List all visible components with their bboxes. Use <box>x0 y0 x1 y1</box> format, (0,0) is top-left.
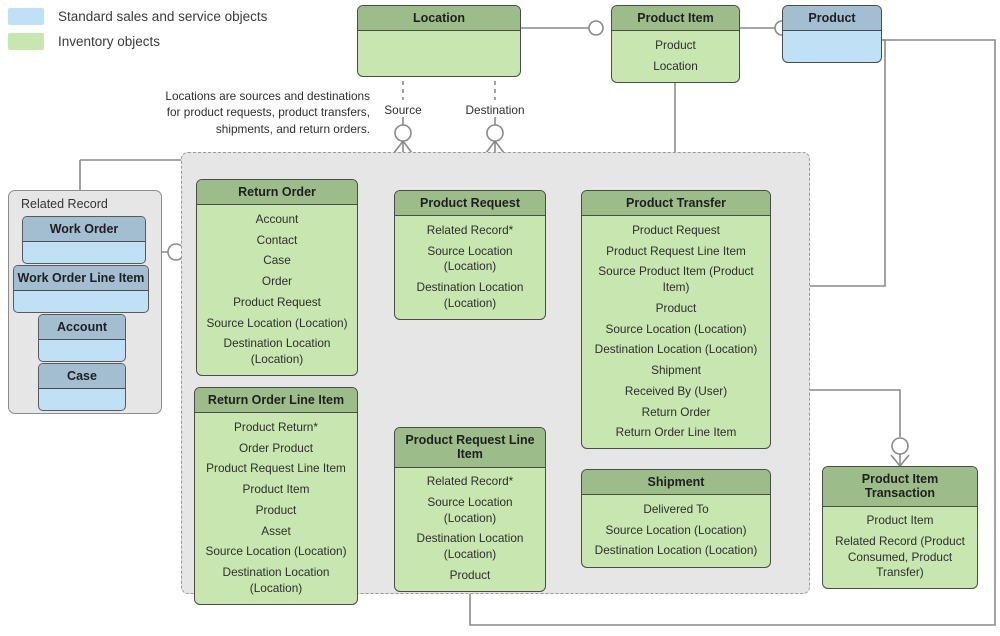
entity-field: Product <box>655 300 697 315</box>
entity-return-order-line-item[interactable]: Return Order Line Item Product Return* Or… <box>194 387 358 605</box>
entity-field: Destination Location (Location) <box>594 342 758 357</box>
entity-title: Product <box>783 6 881 32</box>
entity-field: Product Request Line Item <box>206 461 346 476</box>
entity-shipment[interactable]: Shipment Delivered To Source Location (Lo… <box>581 469 771 568</box>
entity-title: Shipment <box>582 470 770 496</box>
entity-title: Location <box>358 6 520 32</box>
entity-field: Product Request <box>632 222 720 237</box>
entity-field: Related Record* <box>426 474 514 489</box>
entity-fields: Related Record* Source Location (Location… <box>395 468 545 591</box>
entity-product-request-line-item[interactable]: Product Request Line Item Related Record… <box>394 427 546 592</box>
entity-title: Product Item Transaction <box>823 467 977 507</box>
legend-label-inventory: Inventory objects <box>58 34 161 49</box>
entity-product-request[interactable]: Product Request Related Record* Source Lo… <box>394 190 546 320</box>
entity-title: Return Order Line Item <box>195 388 357 414</box>
entity-field: Order Product <box>238 440 314 455</box>
entity-field: Asset <box>261 523 291 538</box>
entity-field: Product <box>255 502 297 517</box>
legend-item-inventory: Inventory objects <box>8 29 267 54</box>
entity-field: Source Location (Location) <box>605 522 747 537</box>
entity-field: Shipment <box>651 363 701 378</box>
swatch-icon <box>8 8 44 25</box>
entity-fields <box>39 389 125 410</box>
entity-field: Account <box>255 211 299 226</box>
entity-fields <box>23 242 145 263</box>
annotation-text: Locations are sources and destinations f… <box>165 89 370 136</box>
entity-field: Source Location (Location) <box>427 243 513 274</box>
entity-case[interactable]: Case <box>38 363 126 412</box>
entity-fields: Related Record* Source Location (Location… <box>395 216 545 318</box>
entity-field: Source Location (Location) <box>205 544 347 559</box>
legend-label-standard: Standard sales and service objects <box>58 9 268 24</box>
entity-field: Destination Location (Location) <box>222 565 330 595</box>
entity-title: Return Order <box>197 180 357 206</box>
entity-title: Product Item <box>612 6 739 32</box>
entity-title: Product Request Line Item <box>395 428 545 468</box>
entity-field: Source Location (Location) <box>206 315 348 330</box>
edge-label-source: Source <box>384 103 422 117</box>
entity-field: Case <box>263 253 291 268</box>
entity-field: Return Order <box>641 404 711 419</box>
entity-fields: Delivered To Source Location (Location) De… <box>582 495 770 566</box>
entity-field: Destination Location (Location) <box>416 531 524 561</box>
entity-field: Return Order Line Item <box>615 425 737 440</box>
entity-field: Source Location (Location) <box>605 321 747 336</box>
entity-field: Destination Location (Location) <box>223 336 331 367</box>
entity-field: Delivered To <box>643 501 709 516</box>
entity-fields <box>14 291 148 312</box>
entity-field: Product Item <box>866 513 934 528</box>
entity-field: Location <box>653 58 698 73</box>
entity-title: Product Transfer <box>582 191 770 217</box>
entity-field: Destination Location (Location) <box>594 543 758 558</box>
entity-fields <box>39 340 125 361</box>
entity-field: Order <box>261 274 293 289</box>
entity-title: Case <box>39 364 125 390</box>
entity-field: Received By (User) <box>624 383 728 398</box>
entity-fields <box>358 31 520 76</box>
entity-field: Product <box>449 567 491 582</box>
swatch-icon <box>8 33 44 50</box>
entity-title: Account <box>39 315 125 341</box>
entity-field: Product Request Line Item <box>606 243 746 258</box>
entity-fields <box>783 31 881 62</box>
entity-product[interactable]: Product <box>782 5 882 64</box>
entity-work-order-line-item[interactable]: Work Order Line Item <box>13 265 149 314</box>
legend-item-standard: Standard sales and service objects <box>8 4 267 29</box>
related-record-title: Related Record <box>21 197 108 211</box>
entity-title: Work Order <box>23 217 145 243</box>
entity-field: Destination Location (Location) <box>416 280 524 310</box>
legend: Standard sales and service objects Inven… <box>8 4 267 54</box>
entity-field: Contact <box>256 232 298 247</box>
entity-field: Source Location (Location) <box>427 495 513 525</box>
entity-field: Related Record* <box>426 222 514 237</box>
entity-title: Product Request <box>395 191 545 217</box>
entity-field: Product Return* <box>234 419 318 434</box>
entity-field: Source Product Item (Product Item) <box>598 264 754 295</box>
entity-work-order[interactable]: Work Order <box>22 216 146 265</box>
entity-title: Work Order Line Item <box>14 266 148 292</box>
entity-field: Product <box>655 37 696 52</box>
entity-field: Related Record (Product Consumed, Produc… <box>835 534 965 580</box>
entity-location[interactable]: Location <box>357 5 521 78</box>
entity-field: Product Request <box>233 294 321 309</box>
entity-field: Product Item <box>242 482 310 497</box>
edge-label-destination: Destination <box>465 103 525 117</box>
entity-account[interactable]: Account <box>38 314 126 363</box>
